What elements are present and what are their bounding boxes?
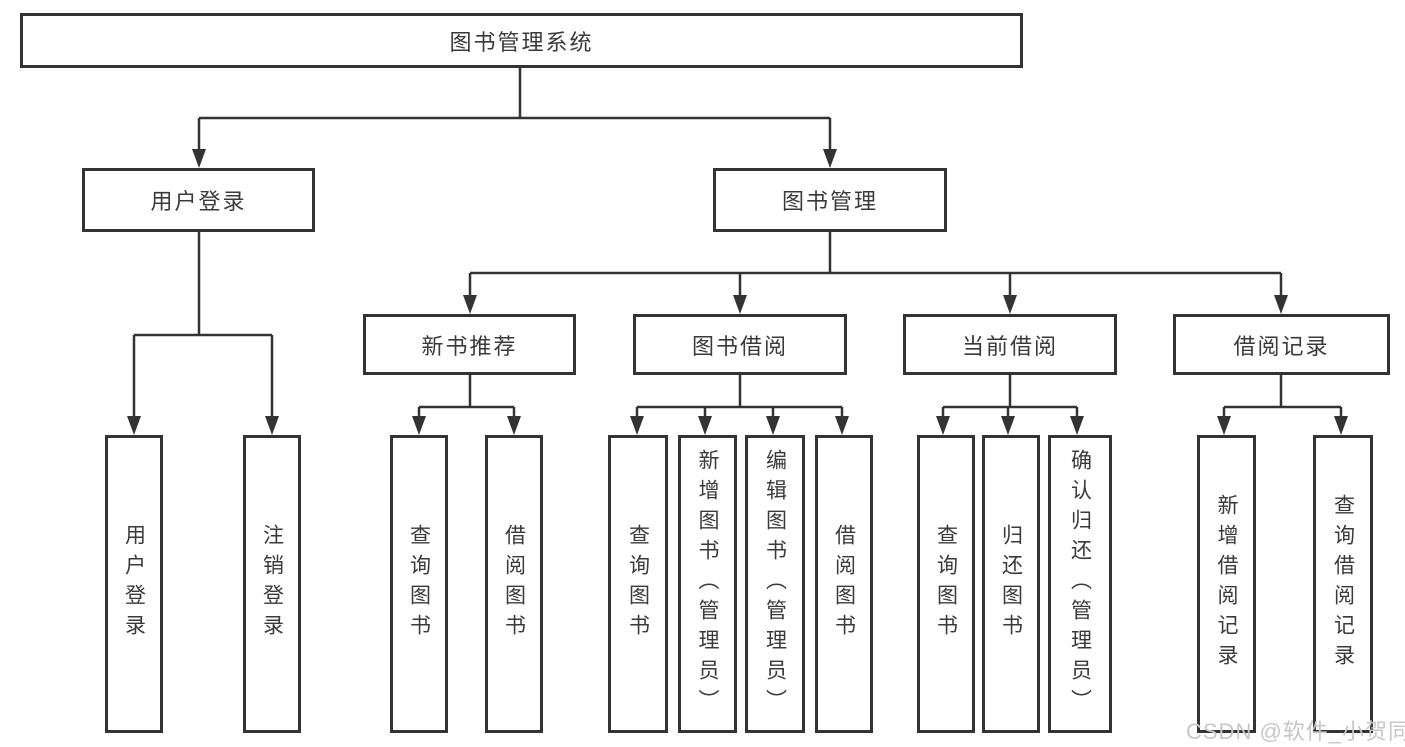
node-user-login-label: 用户登录 — [150, 189, 247, 214]
arrowheads — [127, 149, 1348, 435]
node-new-book-recommendation-label: 新书推荐 — [421, 333, 518, 359]
node-borrowing-records: 借阅记录 — [1173, 314, 1390, 375]
leaf-edit-books-admin-label: 编辑图书（管理员） — [763, 449, 787, 719]
leaf-query-books-recommend-label: 查询图书 — [407, 524, 431, 644]
node-book-management: 图书管理 — [713, 168, 947, 232]
leaf-add-borrow-record: 新增借阅记录 — [1197, 435, 1256, 733]
leaf-query-books-current-label: 查询图书 — [934, 524, 958, 644]
leaf-user-login: 用户登录 — [105, 435, 163, 733]
leaf-logout: 注销登录 — [243, 435, 301, 733]
node-user-login: 用户登录 — [82, 168, 315, 232]
leaf-borrow-books-recommend-label: 借阅图书 — [502, 524, 526, 644]
leaf-user-login-label: 用户登录 — [122, 524, 146, 644]
leaf-edit-books-admin: 编辑图书（管理员） — [745, 435, 805, 733]
leaf-logout-label: 注销登录 — [260, 524, 284, 644]
leaf-add-books-admin: 新增图书（管理员） — [678, 435, 737, 733]
node-borrowing-records-label: 借阅记录 — [1233, 333, 1330, 359]
csdn-watermark: CSDN @软件_小贺同学 — [1186, 719, 1405, 744]
leaf-return-books-label: 归还图书 — [999, 524, 1023, 644]
leaf-query-books-current: 查询图书 — [917, 435, 975, 733]
leaf-query-borrow-record-label: 查询借阅记录 — [1331, 494, 1355, 674]
leaf-borrow-books-borrowing-label: 借阅图书 — [832, 524, 856, 644]
node-book-borrowing: 图书借阅 — [633, 314, 847, 375]
leaf-query-books-recommend: 查询图书 — [390, 435, 448, 733]
leaf-borrow-books-recommend: 借阅图书 — [485, 435, 543, 733]
leaf-borrow-books-borrowing: 借阅图书 — [815, 435, 873, 733]
node-current-borrowing-label: 当前借阅 — [961, 333, 1058, 359]
node-new-book-recommendation: 新书推荐 — [363, 314, 576, 375]
leaf-confirm-return-admin: 确认归还（管理员） — [1048, 435, 1112, 733]
node-book-borrowing-label: 图书借阅 — [691, 333, 788, 359]
leaf-add-borrow-record-label: 新增借阅记录 — [1215, 494, 1238, 674]
leaf-return-books: 归还图书 — [982, 435, 1040, 733]
node-library-system-label: 图书管理系统 — [449, 29, 594, 55]
connector-paths — [132, 66, 1343, 418]
leaf-confirm-return-admin-label: 确认归还（管理员） — [1068, 449, 1092, 719]
leaf-query-borrow-record: 查询借阅记录 — [1313, 435, 1373, 733]
node-library-system: 图书管理系统 — [20, 13, 1023, 68]
node-current-borrowing: 当前借阅 — [903, 314, 1117, 375]
leaf-add-books-admin-label: 新增图书（管理员） — [696, 449, 719, 719]
node-book-management-label: 图书管理 — [781, 189, 878, 214]
leaf-query-books-borrowing-label: 查询图书 — [626, 524, 650, 644]
leaf-query-books-borrowing: 查询图书 — [608, 435, 668, 733]
